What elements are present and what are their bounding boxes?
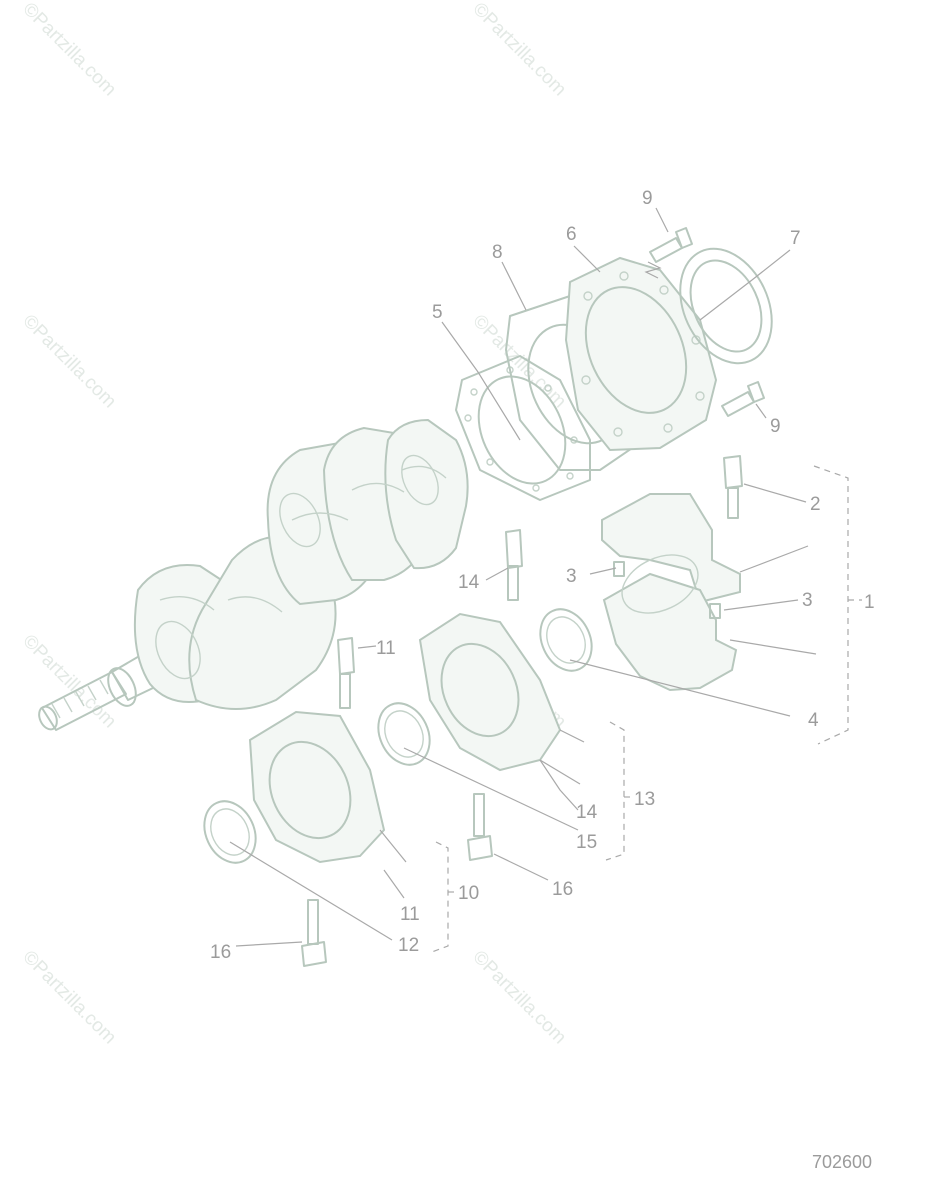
watermark: ©Partzilla.com: [18, 311, 120, 413]
callout-3: 3: [566, 566, 577, 587]
part-5-gasket-plate: [455, 355, 591, 501]
callout-14: 14: [458, 572, 480, 593]
diagram-reference-number: 702600: [812, 1152, 872, 1172]
watermark: ©Partzilla.com: [18, 947, 120, 1049]
callout-9: 9: [770, 416, 781, 437]
callout-1: 1: [864, 592, 875, 613]
callout-14: 14: [576, 802, 598, 823]
callout-10: 10: [458, 883, 479, 904]
crankshaft: [38, 418, 469, 731]
part-7-oil-seal: [679, 247, 773, 365]
leader-lines: [229, 207, 817, 947]
callout-9: 9: [642, 188, 653, 209]
callout-8: 8: [492, 242, 503, 263]
callout-4: 4: [808, 710, 819, 731]
part-6-housing: [564, 256, 718, 452]
watermark: ©Partzilla.com: [18, 631, 120, 733]
part-10-main-bearing-cap: [203, 637, 386, 967]
callout-6: 6: [566, 224, 577, 245]
callout-labels: 9 6 7 8 5 9 2 3 3 1 14 11 4 13 14 15 16 …: [210, 188, 875, 963]
part-13-main-bearing-cap: [377, 529, 562, 861]
part-9-bolts: [649, 227, 765, 417]
callout-11: 11: [376, 638, 396, 659]
watermark: ©Partzilla.com: [18, 0, 120, 100]
callout-15: 15: [576, 832, 597, 853]
callout-13: 13: [634, 789, 655, 810]
callout-11: 11: [400, 904, 420, 925]
part-1-main-bearing-cap: [539, 455, 743, 692]
callout-7: 7: [790, 228, 801, 249]
watermark: ©Partzilla.com: [468, 947, 570, 1049]
watermark: ©Partzilla.com: [468, 0, 570, 100]
callout-3: 3: [802, 590, 813, 611]
group-brackets: [431, 465, 862, 953]
callout-2: 2: [810, 494, 821, 515]
callout-5: 5: [432, 302, 443, 323]
callout-16: 16: [552, 879, 573, 900]
callout-12: 12: [398, 935, 419, 956]
callout-16: 16: [210, 942, 231, 963]
